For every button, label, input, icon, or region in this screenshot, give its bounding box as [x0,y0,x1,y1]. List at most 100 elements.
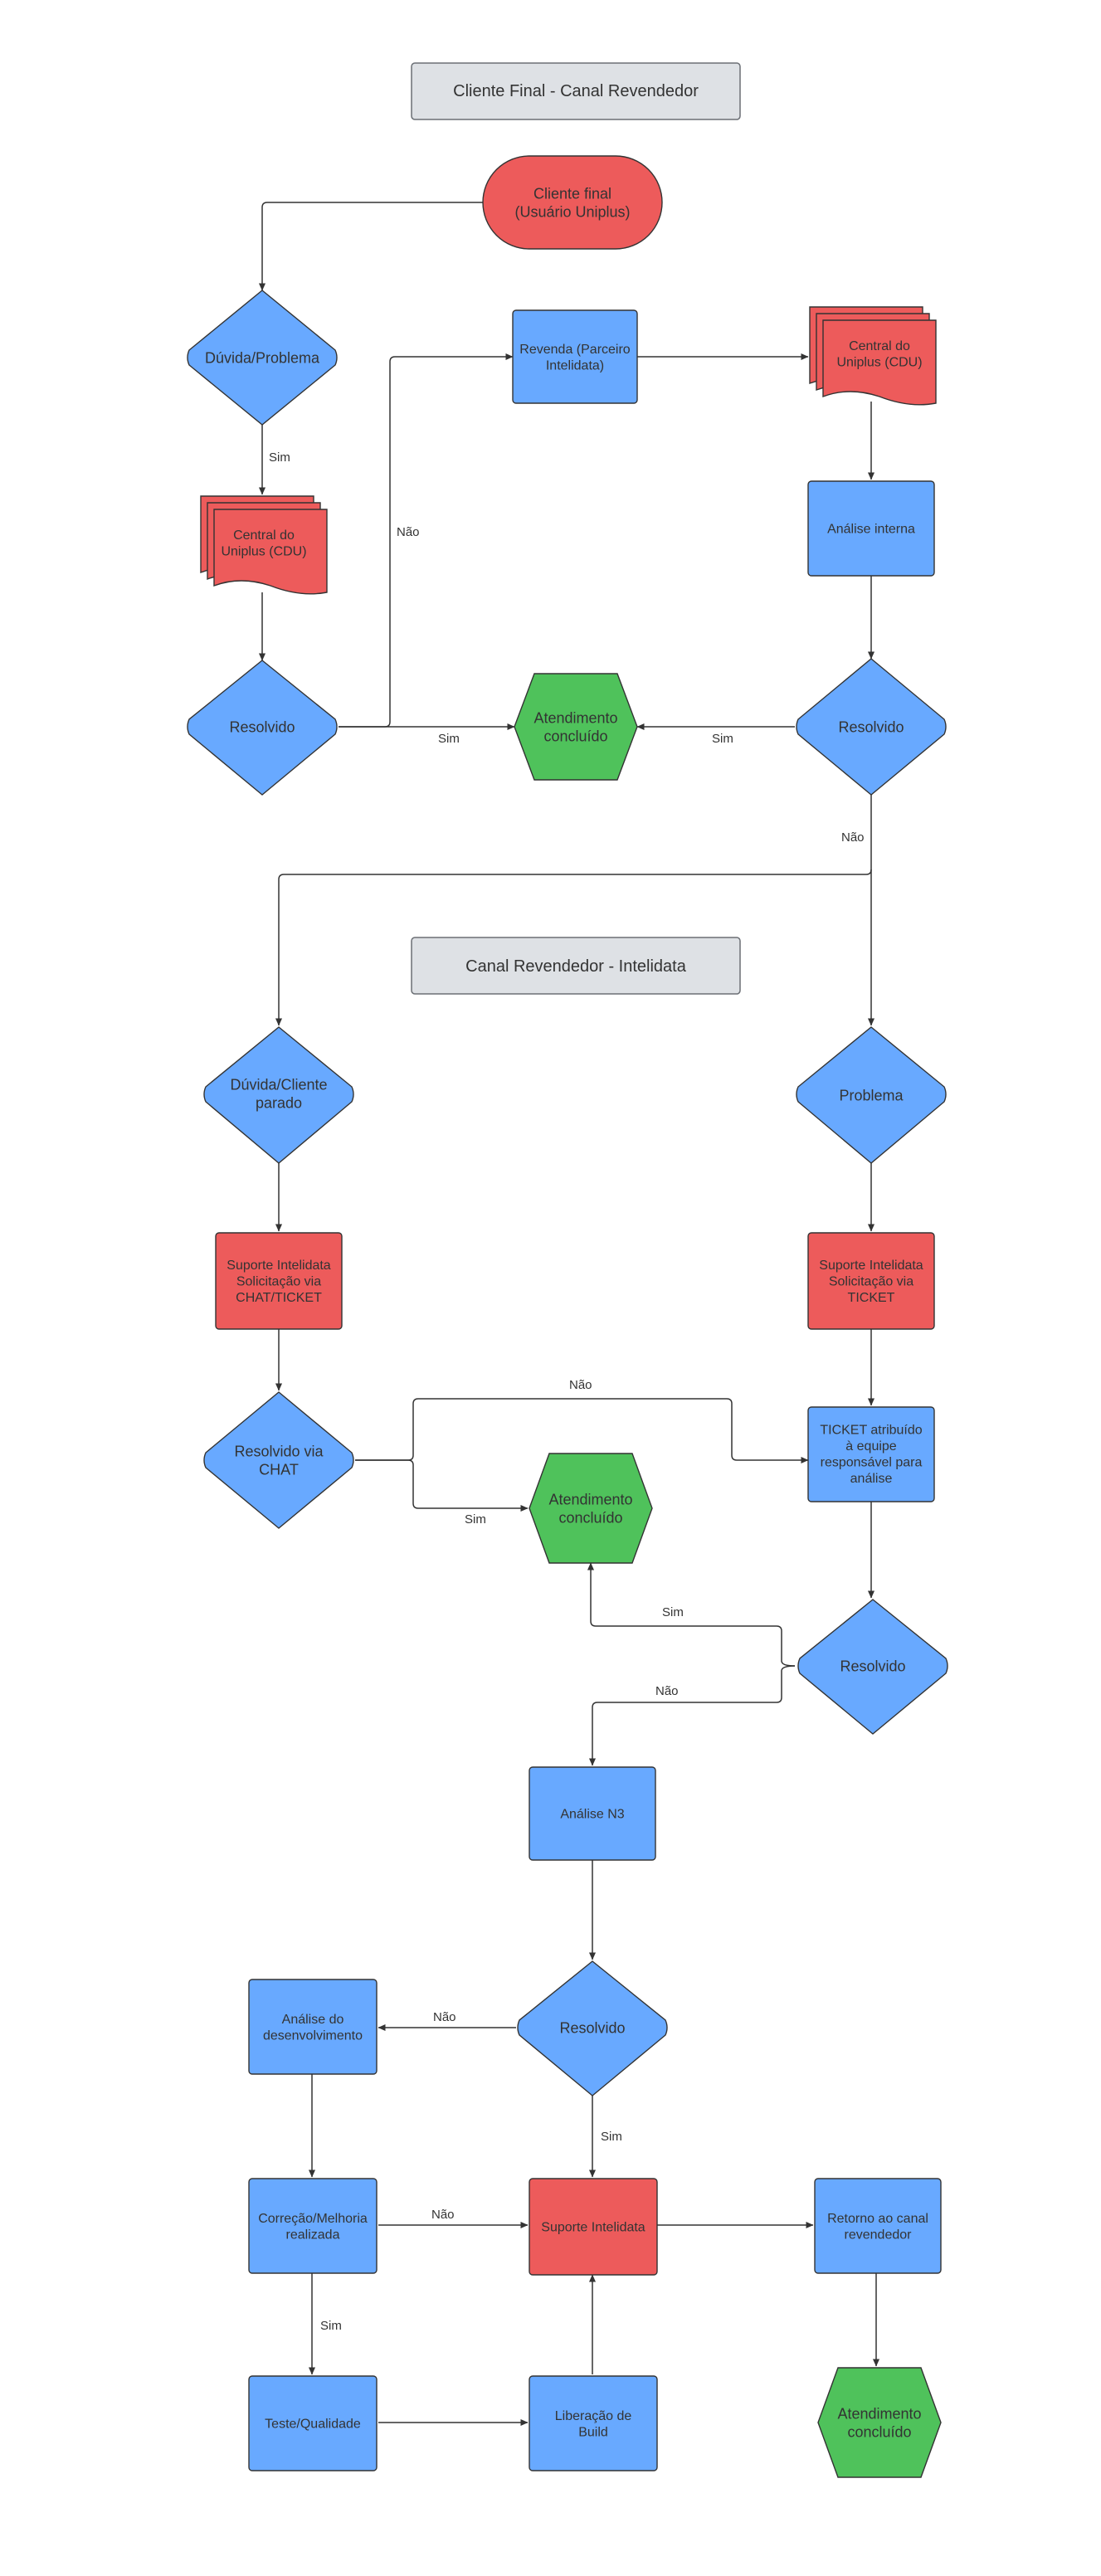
edge-label-sim: Sim [438,732,460,746]
node-resolvido-n3: Resolvido [517,1960,668,2096]
node-label-line: Suporte Intelidata [541,2221,645,2235]
node-label-line: Solicitação via [829,1275,913,1289]
edge-label-sim: Sim [269,450,290,465]
node-label-line: concluído [543,728,607,744]
node-resolvido-left: Resolvido [187,660,338,796]
connectors [258,202,880,2427]
node-label-line: parado [256,1094,302,1111]
title-text: Canal Revendedor - Intelidata [465,957,687,976]
node-duvida-problema: Dúvida/Problema [187,290,338,426]
edge-label-nao: Não [569,1378,592,1392]
edge-cliente-to-duvida [258,202,483,291]
edge-label-sim: Sim [320,2319,342,2333]
node-label: Problema [839,1087,904,1103]
title-text: Cliente Final - Canal Revendedor [453,82,699,100]
node-label-line: Uniplus (CDU) [221,544,306,558]
node-label-line: Liberação de [555,2409,632,2423]
node-label: Atendimento concluído [533,709,617,744]
node-label: Dúvida/Problema [205,349,320,366]
node-label-line: Revenda (Parceiro [519,343,631,357]
node-label-line: Resolvido via [234,1443,324,1459]
edge-label-nao: Não [655,1684,679,1698]
node-label-line: Análise interna [827,523,915,537]
title-cliente-final: Cliente Final - Canal Revendedor [411,62,741,120]
node-label-line: (Usuário Uniplus) [514,203,630,220]
node-label-line: CHAT [259,1461,299,1478]
node-analise-interna: Análise interna [807,480,935,577]
node-label-line: Cliente final [533,185,611,202]
edge-branch-to-duvida-cliente [275,869,872,1026]
title-canal-revendedor: Canal Revendedor - Intelidata [411,937,741,995]
node-label-line: Atendimento [548,1491,632,1507]
node-label: Resolvido [840,1658,905,1674]
node-label-line: Atendimento [533,709,617,726]
node-label-line: Solicitação via [236,1275,321,1289]
node-label-line: Intelidata) [546,358,604,373]
node-label-line: desenvolvimento [263,2028,363,2043]
node-label-line: Central do [233,528,295,543]
node-label-line: concluído [558,1509,622,1526]
node-label: Resolvido [559,2019,625,2036]
node-label-line: Suporte Intelidata [227,1259,331,1273]
node-label-line: Atendimento [837,2405,921,2422]
node-resolvido-mid: Resolvido [797,1599,948,1735]
node-label-line: responsável para [821,1455,923,1469]
edge-chat-sim-to-atendimento [355,1459,529,1512]
node-label: Resolvido [229,718,295,735]
node-label-line: Resolvido [229,718,295,735]
node-label-line: Correção/Melhoria [258,2212,368,2226]
node-label: Resolvido [838,718,904,735]
node-label: Análise interna [827,523,915,537]
node-atendimento-concluido: Atendimento concluído [529,1453,653,1564]
edge-resolvido-sim-to-atendimento-mid [587,1562,796,1667]
node-label-line: CHAT/TICKET [236,1291,322,1305]
edge-labels: Sim Não Sim Sim Não Não Sim Sim Não Não … [269,450,865,2333]
node-label-line: Dúvida/Problema [205,349,320,366]
node-label: Teste/Qualidade [265,2418,361,2432]
node-label-line: Teste/Qualidade [265,2418,361,2432]
node-label-line: Suporte Intelidata [819,1259,923,1273]
node-analise-n3: Análise N3 [529,1766,656,1861]
node-label-line: Resolvido [840,1658,905,1674]
node-resolvido-right: Resolvido [796,658,947,796]
node-label: Atendimento concluído [548,1491,632,1526]
node-label-line: análise [850,1472,893,1486]
node-label-line: Resolvido [838,718,904,735]
node-label-line: revendedor [845,2228,913,2242]
node-label-line: à equipe [845,1439,896,1454]
node-label: Suporte Intelidata [541,2221,645,2235]
edge-label-nao: Não [433,2010,456,2024]
node-atendimento-concluido: Atendimento concluído [514,673,638,781]
node-label-line: Problema [839,1087,904,1103]
node-label-line: Uniplus (CDU) [836,355,922,369]
edge-resolvido-nao-to-revenda [339,353,514,728]
edge-label-nao: Não [397,525,420,539]
edge-label-nao: Não [431,2208,455,2222]
edge-label-sim: Sim [601,2130,622,2144]
node-correcao-melhoria: Correção/Melhoria realizada [248,2178,378,2274]
node-label: Correção/Melhoria realizada [258,2212,368,2242]
node-suporte-intelidata: Suporte Intelidata [529,2178,658,2276]
node-label-line: Resolvido [559,2019,625,2036]
edge-label-sim: Sim [662,1605,684,1619]
edge-label-sim: Sim [712,732,733,746]
node-label-line: Retorno ao canal [827,2212,928,2226]
node-label-line: realizada [286,2228,340,2242]
node-teste-qualidade: Teste/Qualidade [248,2375,378,2471]
node-label-line: TICKET atribuído [820,1423,922,1437]
